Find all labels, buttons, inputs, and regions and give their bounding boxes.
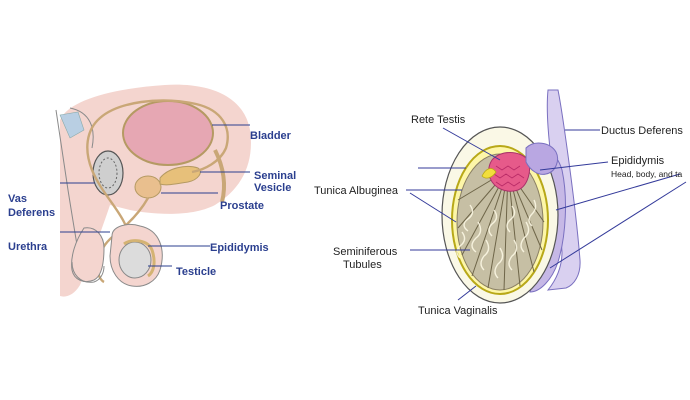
label-tubules: Tubules (343, 259, 382, 271)
label-bladder: Bladder (250, 130, 292, 142)
testis-cross-section-diagram: Rete Testis Ductus Deferens Epididymis H… (314, 89, 687, 317)
seminal-vesicle-shape (159, 165, 201, 186)
label-urethra: Urethra (8, 241, 48, 253)
epididymis-shape (123, 239, 156, 278)
epididymis-head-shape (525, 142, 559, 175)
vas-deferens-tube (86, 99, 229, 269)
label-epididymis-right: Epididymis (611, 155, 665, 167)
label-prostate: Prostate (220, 200, 264, 212)
penis-shape (71, 227, 105, 283)
label-vas: Vas (8, 193, 27, 205)
symphysis-region (59, 111, 85, 139)
label-epididymis-left: Epididymis (210, 242, 269, 254)
bladder-shape (122, 100, 214, 166)
label-testicle: Testicle (176, 266, 216, 278)
label-seminal: Seminal (254, 170, 296, 182)
label-ductus-deferens: Ductus Deferens (601, 125, 683, 137)
pubic-outline (69, 107, 94, 149)
prostate-shape (134, 175, 162, 199)
efferent-ductules (481, 168, 497, 179)
label-seminiferous: Seminiferous (333, 246, 398, 258)
label-vesicle: Vesicle (254, 182, 291, 194)
label-tunica-vaginalis: Tunica Vaginalis (418, 305, 498, 317)
male-reproductive-sagittal-diagram: Bladder Seminal Vesicle Vas Deferens Pro… (8, 84, 296, 297)
label-deferens: Deferens (8, 207, 55, 219)
rectum (213, 149, 226, 203)
testicle-shape (118, 241, 152, 279)
label-epididymis-sub: Head, body, and ta (611, 169, 682, 179)
pubic-bone-texture (98, 157, 118, 189)
rete-testis-texture (493, 165, 525, 187)
label-tunica-albuginea: Tunica Albuginea (314, 185, 399, 197)
label-rete-testis: Rete Testis (411, 114, 466, 126)
glans-shape (71, 261, 105, 283)
seminiferous-tubules-texture (456, 199, 537, 279)
